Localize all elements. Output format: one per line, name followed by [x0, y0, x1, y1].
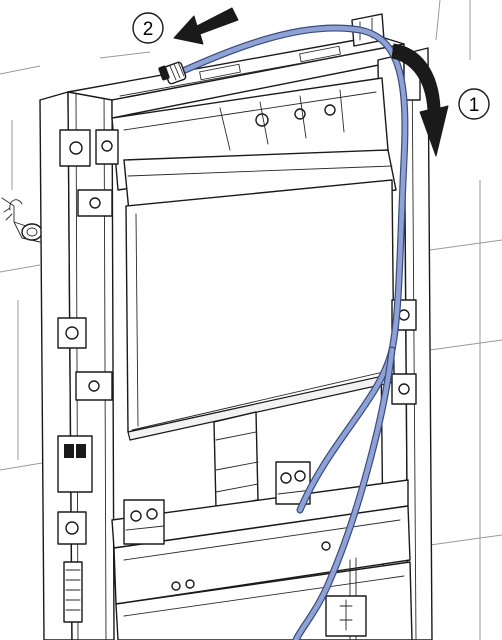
step-2-marker: 2	[132, 7, 239, 45]
step-1-label: 1	[469, 95, 480, 116]
curved-arrow-down-icon	[391, 43, 449, 157]
step-1-marker: 1	[391, 43, 490, 157]
installation-frame	[39, 13, 433, 640]
hose-end-fitting	[158, 61, 187, 85]
arrow-left-icon	[173, 7, 239, 45]
water-supply-fitting	[1, 197, 43, 243]
step-2-label: 2	[143, 19, 154, 40]
flexible-hose	[158, 24, 409, 640]
